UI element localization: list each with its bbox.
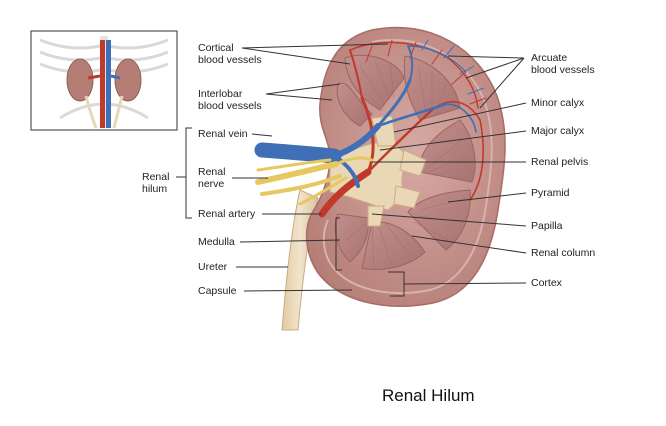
label-arcuate-blood-vessels: Arcuate blood vessels (531, 52, 595, 76)
inset-thumbnail (30, 30, 178, 131)
calyces (367, 115, 427, 227)
label-papilla: Papilla (531, 220, 563, 232)
label-renal-column: Renal column (531, 247, 596, 259)
label-ureter: Ureter (198, 261, 228, 273)
label-renal-hilum: Renal hilum (142, 171, 170, 195)
leader-lines (176, 43, 527, 297)
label-renal-vein: Renal vein (198, 128, 248, 140)
label-cortex: Cortex (531, 277, 562, 289)
label-cortical-blood-vessels: Cortical blood vessels (198, 42, 262, 66)
label-renal-artery: Renal artery (198, 208, 256, 220)
label-medulla: Medulla (198, 236, 235, 248)
label-renal-pelvis: Renal pelvis (531, 156, 589, 168)
renal-nerve (255, 156, 374, 206)
label-major-calyx: Major calyx (531, 125, 585, 137)
label-pyramid: Pyramid (531, 187, 570, 199)
label-capsule: Capsule (198, 285, 237, 297)
label-renal-nerve: Renal nerve (198, 166, 226, 190)
label-interlobar-blood-vessels: Interlobar blood vessels (198, 88, 262, 112)
figure-caption: Renal Hilum (382, 386, 475, 405)
label-minor-calyx: Minor calyx (531, 97, 585, 109)
